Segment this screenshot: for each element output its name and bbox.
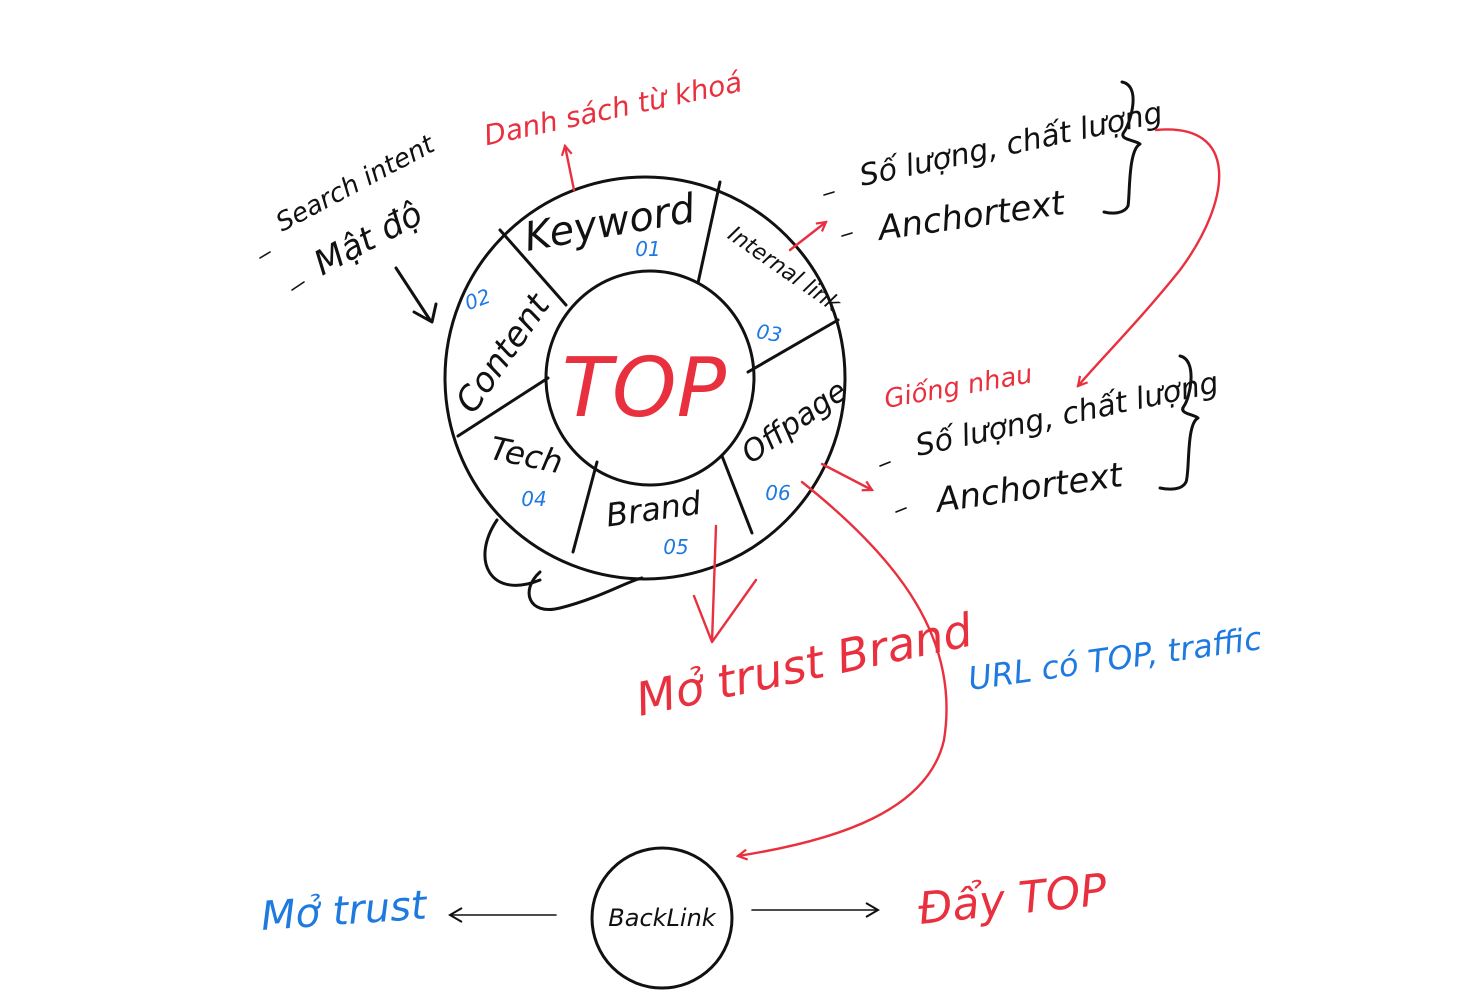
spoke-keyword-internal xyxy=(696,180,722,285)
segment-tech-number: 04 xyxy=(521,487,546,511)
offpage-note-line-2: Anchortext xyxy=(932,455,1127,521)
keyword-note-arrow xyxy=(565,146,576,192)
internal-note-brace xyxy=(1102,80,1142,215)
segment-keyword-number: 01 xyxy=(635,237,660,261)
internal-note-dash-1 xyxy=(823,191,835,196)
backlink-left-text: Mở trust xyxy=(259,882,429,940)
segment-brand-number: 05 xyxy=(663,535,688,559)
keyword-note: Danh sách từ khoá xyxy=(481,65,745,192)
internal-note-line-1: Số lượng, chất lượng xyxy=(856,95,1165,193)
segment-brand: Brand 05 xyxy=(604,484,704,559)
backlink-right-text: Đẩy TOP xyxy=(916,864,1110,935)
center-label: TOP xyxy=(562,341,727,436)
backlink-label: BackLink xyxy=(608,904,717,932)
offpage-note-dash-1 xyxy=(879,461,891,467)
internal-note: Số lượng, chất lượng Anchortext xyxy=(788,80,1166,252)
offpage-url-text: URL có TOP, traffic xyxy=(966,619,1265,698)
offpage-note-arrow xyxy=(820,462,872,490)
spoke-brand-offpage xyxy=(720,454,754,535)
segment-internal-number: 03 xyxy=(755,319,784,347)
offpage-note: Giống nhau Số lượng, chất lượng Anchorte… xyxy=(820,354,1222,521)
segment-content: Content 02 xyxy=(448,284,559,421)
internal-note-line-2: Anchortext xyxy=(874,183,1069,249)
segment-keyword: Keyword 01 xyxy=(521,185,699,261)
internal-note-dash-2 xyxy=(841,232,853,237)
wheel: TOP Keyword 01 Content 02 Internal link … xyxy=(443,175,854,611)
content-note-dash-2 xyxy=(291,281,305,291)
spoke-internal-offpage xyxy=(746,318,840,374)
content-note-dash-1 xyxy=(259,251,271,259)
internal-note-arrow xyxy=(788,222,826,252)
segment-internal-label: Internal link xyxy=(723,222,846,318)
brand-note-arrow xyxy=(692,524,758,644)
spoke-content-tech xyxy=(456,376,550,438)
segment-tech-label: Tech xyxy=(487,429,566,481)
segment-tech: Tech 04 xyxy=(487,429,566,511)
wheel-outer-ring xyxy=(443,175,847,581)
offpage-note-brace xyxy=(1158,354,1200,491)
offpage-note-dash-2 xyxy=(895,507,907,513)
backlink-circle xyxy=(590,846,734,990)
segment-offpage-number: 06 xyxy=(765,481,790,505)
offpage-to-backlink-arrow xyxy=(738,480,948,856)
content-note: Search intent Mật độ xyxy=(259,129,440,324)
wheel-swoosh xyxy=(483,518,644,611)
segment-keyword-label: Keyword xyxy=(521,185,699,260)
content-note-arrow xyxy=(394,266,438,324)
segment-content-label: Content xyxy=(448,285,559,420)
offpage-note-title: Giống nhau xyxy=(882,359,1035,415)
internal-to-offpage-arrow xyxy=(1078,128,1221,386)
backlink-group: BackLink Mở trust Đẩy TOP xyxy=(259,846,1110,990)
segment-brand-label: Brand xyxy=(604,484,704,535)
spoke-tech-brand xyxy=(571,460,599,554)
keyword-note-text: Danh sách từ khoá xyxy=(481,65,745,152)
spoke-keyword-content xyxy=(498,228,568,307)
